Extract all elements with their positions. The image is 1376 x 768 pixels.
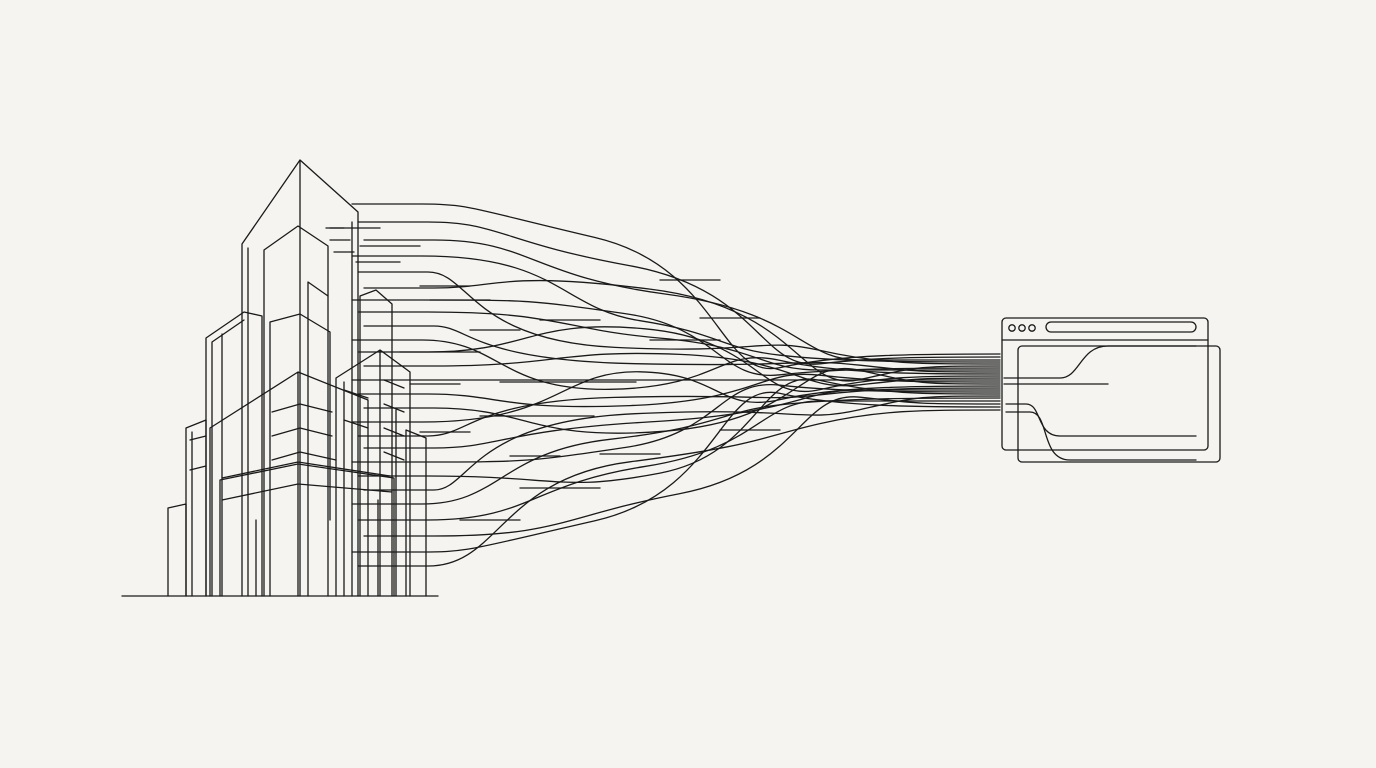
building-floor-line xyxy=(271,451,301,461)
building-tower-detail xyxy=(269,281,331,597)
browser-dot-icon xyxy=(1008,324,1016,332)
building-floor-line xyxy=(189,465,207,471)
building-cluster-icon xyxy=(121,159,439,597)
data-stream-line xyxy=(357,373,1001,408)
building-floor-line xyxy=(271,427,301,437)
building-floor-line xyxy=(383,451,405,461)
building-floor-line xyxy=(299,451,337,461)
data-stream-line xyxy=(363,239,1001,361)
browser-incoming-stream xyxy=(1005,411,1197,461)
building-floor-line xyxy=(343,389,369,399)
data-stream-line xyxy=(363,396,1001,537)
building-left-tall xyxy=(205,311,263,597)
data-stream-icon xyxy=(351,203,1001,567)
data-stream-line xyxy=(351,255,1001,363)
data-stream-line xyxy=(351,299,1001,377)
data-stream-line xyxy=(357,271,1001,365)
browser-dot-icon xyxy=(1018,324,1026,332)
building-floor-line xyxy=(383,379,405,389)
browser-incoming-stream xyxy=(1003,345,1197,379)
data-stream-line xyxy=(351,339,1001,390)
building-mid-block xyxy=(209,371,393,597)
building-floor-line xyxy=(383,427,405,437)
data-stream-line xyxy=(357,378,1001,484)
building-floor-line xyxy=(299,427,333,437)
browser-window-front xyxy=(1001,317,1209,451)
data-stream-line xyxy=(351,391,1001,553)
data-stream-line xyxy=(363,395,1001,491)
data-stream-line xyxy=(357,326,1001,392)
building-right-tower xyxy=(335,349,411,597)
building-main-tower xyxy=(241,159,359,597)
data-stream-dashes xyxy=(329,227,781,521)
data-stream-line xyxy=(357,387,1001,437)
building-floor-line xyxy=(189,435,207,441)
browser-address-bar xyxy=(1045,321,1197,333)
building-floor-line xyxy=(343,419,369,429)
browser-incoming-stream xyxy=(1005,403,1197,437)
data-stream-line xyxy=(357,311,1001,371)
building-floor-line xyxy=(271,403,301,413)
building-floor-line xyxy=(299,403,333,413)
building-podium xyxy=(219,463,395,597)
browser-window-icon xyxy=(1001,317,1221,463)
browser-dot-icon xyxy=(1028,324,1036,332)
data-stream-line xyxy=(357,409,1001,567)
